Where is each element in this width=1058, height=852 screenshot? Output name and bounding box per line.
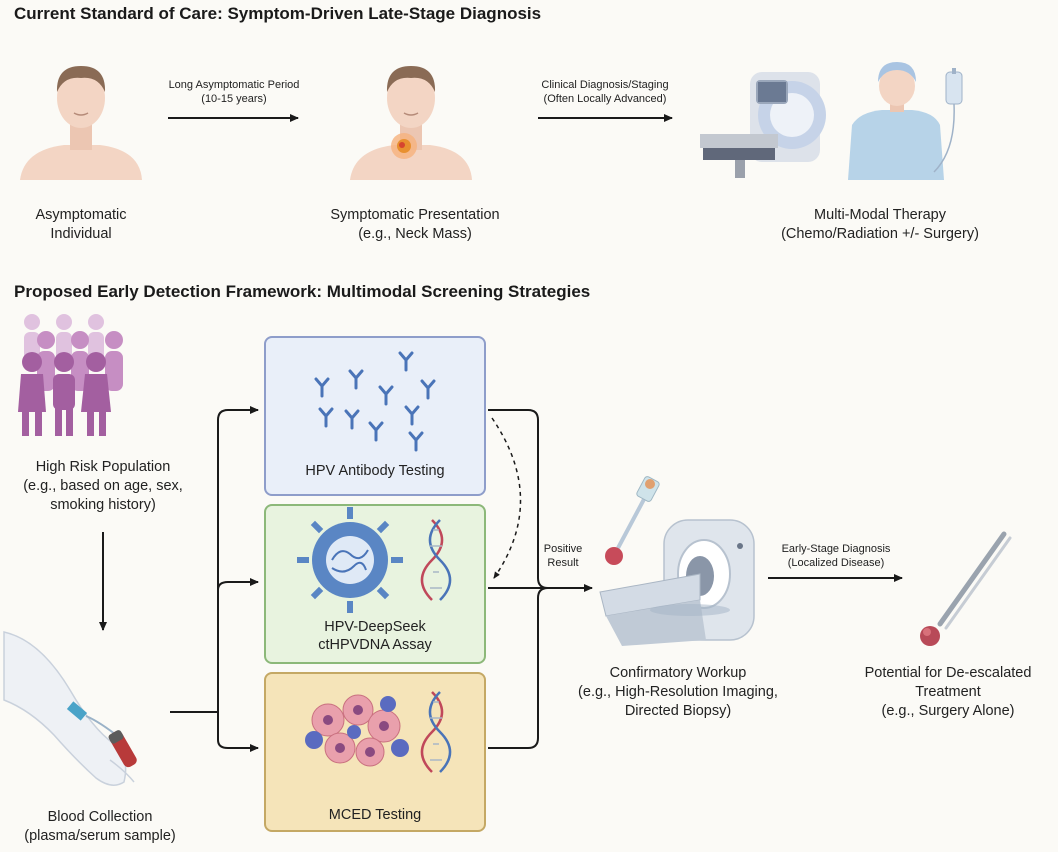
virus-icon xyxy=(297,507,403,613)
mced-label-line1: MCED Testing xyxy=(328,807,422,823)
deescalated-line2: Treatment xyxy=(915,684,981,700)
antibody-icon xyxy=(314,351,436,452)
stage2-line1: Symptomatic Presentation xyxy=(330,207,500,223)
mri-scanner-icon xyxy=(599,519,755,646)
arrow2-label-line2: (Often Locally Advanced) xyxy=(543,93,667,105)
positive-result-line2: Result xyxy=(547,557,579,569)
workup-line1: Confirmatory Workup xyxy=(609,665,747,681)
population-line1: High Risk Population xyxy=(35,459,171,475)
biopsy-needle-icon xyxy=(605,476,660,565)
stage3-line2: (Chemo/Radiation +/- Surgery) xyxy=(781,226,979,242)
early-stage-line1: Early-Stage Diagnosis xyxy=(781,543,891,555)
hpv-deepseek-label-line2: ctHPVDNA Assay xyxy=(318,637,432,653)
high-risk-population-label: High Risk Population (e.g., based on age… xyxy=(0,458,206,515)
arrow1-label: Long Asymptomatic Period (10-15 years) xyxy=(146,78,322,106)
dna-icon xyxy=(420,519,452,601)
positive-result-label: Positive Result xyxy=(528,542,598,570)
arrow2-label: Clinical Diagnosis/Staging (Often Locall… xyxy=(512,78,698,106)
forceps-icon xyxy=(920,531,1012,646)
hpv-antibody-label: HPV Antibody Testing xyxy=(266,462,484,480)
blood-line2: (plasma/serum sample) xyxy=(24,828,176,844)
deescalated-treatment-label: Potential for De-escalated Treatment (e.… xyxy=(842,664,1054,721)
current-care-heading: Current Standard of Care: Symptom-Driven… xyxy=(14,4,542,23)
hpv-antibody-panel: HPV Antibody Testing xyxy=(264,336,486,496)
population-icon xyxy=(18,314,123,436)
arrow1-label-line2: (10-15 years) xyxy=(201,93,267,105)
stage-asymptomatic: Asymptomatic Individual xyxy=(6,206,156,244)
hpv-deepseek-panel: HPV-DeepSeek ctHPVDNA Assay xyxy=(264,504,486,664)
arm-blood-draw-icon xyxy=(3,631,137,786)
population-line2: (e.g., based on age, sex, xyxy=(23,478,183,494)
blood-line1: Blood Collection xyxy=(47,809,153,825)
workup-line3: Directed Biopsy) xyxy=(624,703,732,719)
mced-panel: MCED Testing xyxy=(264,672,486,832)
confirmatory-workup-label: Confirmatory Workup (e.g., High-Resoluti… xyxy=(558,664,798,721)
person-icon xyxy=(20,66,142,180)
positive-result-line1: Positive xyxy=(543,543,583,555)
tumor-cells-icon xyxy=(305,694,409,767)
stage3-line1: Multi-Modal Therapy xyxy=(814,207,946,223)
early-stage-label: Early-Stage Diagnosis (Localized Disease… xyxy=(754,542,918,570)
deescalated-line3: (e.g., Surgery Alone) xyxy=(881,703,1015,719)
hpv-antibody-label-line1: HPV Antibody Testing xyxy=(305,463,445,479)
stage-symptomatic: Symptomatic Presentation (e.g., Neck Mas… xyxy=(300,206,530,244)
early-stage-line2: (Localized Disease) xyxy=(787,557,885,569)
stage-multimodal-therapy: Multi-Modal Therapy (Chemo/Radiation +/-… xyxy=(740,206,1020,244)
stage1-line2: Individual xyxy=(50,226,112,242)
hpv-deepseek-label-line1: HPV-DeepSeek xyxy=(324,619,426,635)
proposed-framework-heading: Proposed Early Detection Framework: Mult… xyxy=(14,282,591,301)
arrow1-label-line1: Long Asymptomatic Period xyxy=(168,79,300,91)
deescalated-line1: Potential for De-escalated xyxy=(864,665,1032,681)
dna-icon xyxy=(420,691,452,773)
population-line3: smoking history) xyxy=(50,497,156,513)
radiation-machine-icon xyxy=(700,72,826,178)
patient-iv-icon xyxy=(848,62,963,180)
stage1-line1: Asymptomatic xyxy=(35,207,127,223)
workup-line2: (e.g., High-Resolution Imaging, xyxy=(578,684,778,700)
arrow2-label-line1: Clinical Diagnosis/Staging xyxy=(541,79,669,91)
hpv-deepseek-label: HPV-DeepSeek ctHPVDNA Assay xyxy=(266,618,484,654)
neck-mass-icon xyxy=(350,66,472,180)
mced-label: MCED Testing xyxy=(266,806,484,824)
blood-collection-label: Blood Collection (plasma/serum sample) xyxy=(0,808,200,846)
stage2-line2: (e.g., Neck Mass) xyxy=(358,226,472,242)
